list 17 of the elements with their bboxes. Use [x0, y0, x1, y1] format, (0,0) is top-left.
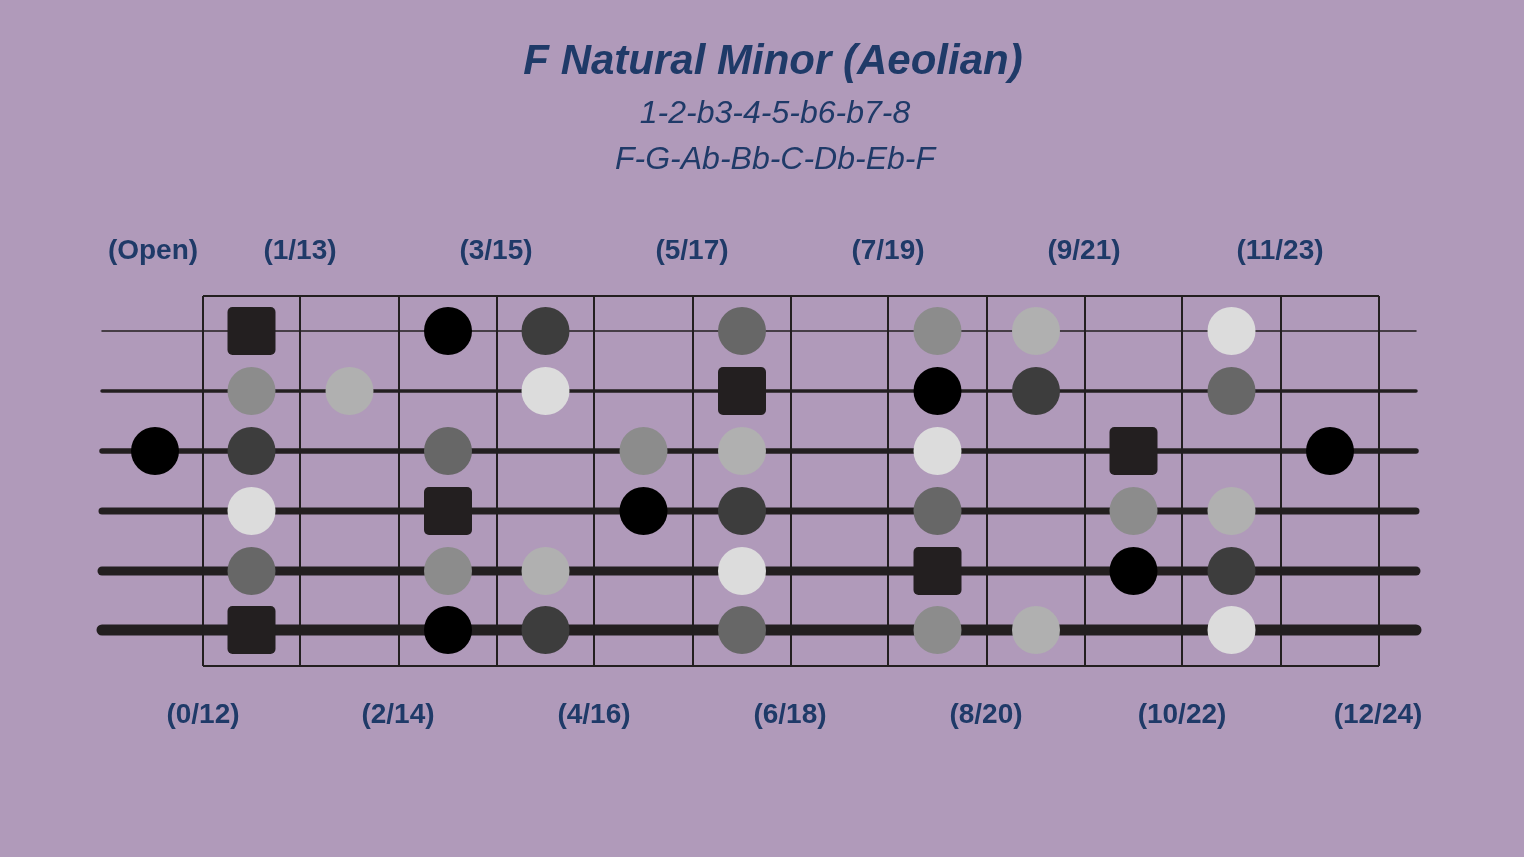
fret-number: (4/16) [557, 700, 631, 728]
fret-number: (12/24) [1333, 700, 1423, 728]
fret-number: (11/23) [1236, 236, 1324, 264]
fret-number: (7/19) [851, 236, 925, 264]
title: F Natural Minor (Aeolian) [523, 39, 1023, 81]
fret-number: (8/20) [949, 700, 1023, 728]
fret-number: (9/21) [1047, 236, 1121, 264]
fret-number: (6/18) [753, 700, 827, 728]
subtitle: F-G-Ab-Bb-C-Db-Eb-F [615, 142, 935, 174]
fret-number: (Open) [107, 236, 199, 264]
fret-number: (2/14) [361, 700, 435, 728]
fret-number: (0/12) [166, 700, 240, 728]
fret-number: (1/13) [263, 236, 337, 264]
fret-number: (3/15) [459, 236, 533, 264]
fret-number: (5/17) [655, 236, 729, 264]
subtitle: 1-2-b3-4-5-b6-b7-8 [639, 96, 911, 128]
fret-number: (10/22) [1137, 700, 1227, 728]
